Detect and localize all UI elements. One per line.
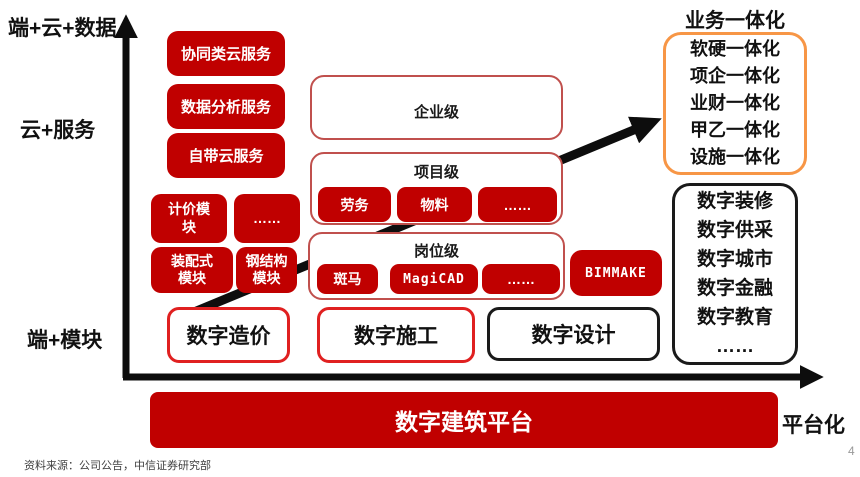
cloud-service-box-collaboration: 协同类云服务: [167, 31, 285, 76]
position-level-title: 岗位级: [413, 243, 459, 260]
enterprise-level-box: 企业级: [310, 75, 563, 140]
project-item-materials: 物料: [397, 187, 472, 222]
module-box-steel-label: 钢结构模块: [245, 252, 288, 287]
y-axis-label-middle: 云+服务: [20, 119, 96, 142]
module-box-prefab: 装配式模块: [151, 247, 233, 293]
digital-expansion-box: 数字装修 数字供采 数字城市 数字金融 数字教育 ……: [672, 183, 798, 365]
digital-expansion-item: 数字城市: [696, 249, 773, 270]
module-box-more-dots: ……: [234, 194, 300, 243]
page-number: 4: [848, 444, 855, 458]
digital-expansion-item: 数字装修: [696, 191, 773, 212]
digital-expansion-item: 数字供采: [696, 220, 773, 241]
integration-box: 软硬一体化 项企一体化 业财一体化 甲乙一体化 设施一体化: [663, 32, 807, 175]
integration-item: 软硬一体化: [690, 39, 780, 59]
module-box-pricing: 计价模块: [151, 194, 227, 243]
position-item-more-dots: ……: [482, 264, 560, 294]
module-box-prefab-label: 装配式模块: [171, 252, 213, 287]
integration-item: 项企一体化: [690, 66, 780, 86]
module-box-steel: 钢结构模块: [236, 247, 297, 293]
enterprise-level-title: 企业级: [413, 104, 459, 121]
project-item-more-dots: ……: [478, 187, 557, 222]
digital-expansion-item: 数字教育: [696, 307, 773, 328]
cloud-service-box-data-analysis: 数据分析服务: [167, 84, 285, 129]
integration-item: 甲乙一体化: [690, 120, 780, 140]
position-item-magicad: MagiCAD: [390, 264, 478, 294]
product-box-cost: 数字造价: [167, 307, 290, 363]
product-box-design: 数字设计: [487, 307, 660, 361]
project-item-labor: 劳务: [318, 187, 391, 222]
product-box-construction: 数字施工: [317, 307, 475, 363]
module-box-pricing-label: 计价模块: [168, 201, 210, 235]
integration-title: 业务一体化: [685, 10, 785, 32]
platform-bar: 数字建筑平台: [150, 392, 778, 448]
y-axis-label-bottom: 端+模块: [27, 329, 103, 352]
digital-expansion-more-dots: ……: [716, 336, 754, 357]
bimmake-box: BIMMAKE: [570, 250, 662, 296]
source-note: 资料来源：公司公告，中信证券研究部: [24, 460, 211, 472]
integration-item: 设施一体化: [690, 147, 780, 167]
digital-expansion-item: 数字金融: [696, 278, 773, 299]
cloud-service-box-own-cloud: 自带云服务: [167, 133, 285, 178]
y-axis-label-top: 端+云+数据: [8, 17, 117, 40]
project-level-title: 项目级: [413, 164, 459, 181]
x-axis-label: 平台化: [782, 414, 845, 437]
position-item-zebra: 斑马: [317, 264, 378, 294]
integration-item: 业财一体化: [690, 93, 780, 113]
